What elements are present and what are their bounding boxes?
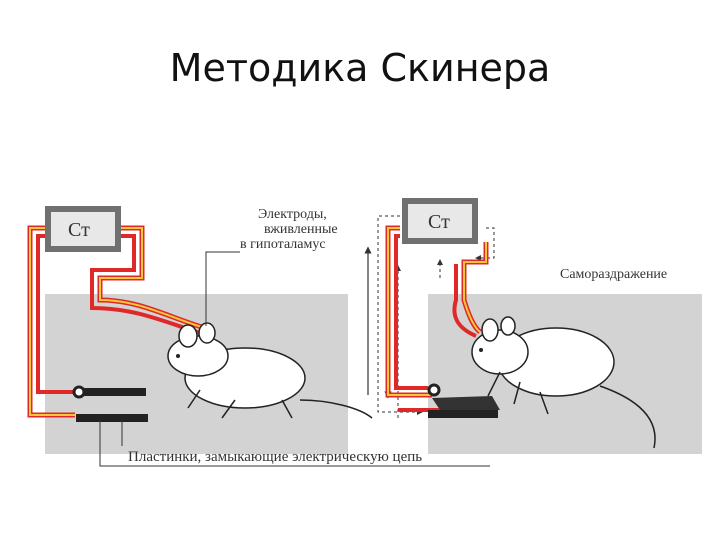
electrodes-label-line2: вживленные	[264, 222, 338, 237]
left-rat	[167, 322, 373, 419]
right-lower-plate	[428, 410, 498, 418]
left-contact	[72, 385, 86, 399]
electrodes-label-line1: Электроды,	[258, 207, 327, 222]
electrodes-label-line3: в гипоталамус	[240, 237, 326, 252]
left-stimulator-label: Ст	[68, 219, 90, 241]
right-stimulator-label: Ст	[428, 211, 450, 233]
right-contact	[427, 383, 441, 397]
left-lower-plate	[76, 414, 148, 422]
slide-title: Методика Скинера	[169, 46, 551, 90]
plates-bracket	[99, 420, 490, 467]
self-stimulation-label: Самораздражение	[560, 267, 667, 282]
electrodes-pointer	[205, 251, 240, 326]
plates-caption: Пластинки, замыкающие электрическую цепь	[128, 449, 422, 465]
right-rat	[471, 316, 656, 449]
left-upper-plate	[80, 388, 146, 396]
right-lever	[432, 396, 500, 410]
